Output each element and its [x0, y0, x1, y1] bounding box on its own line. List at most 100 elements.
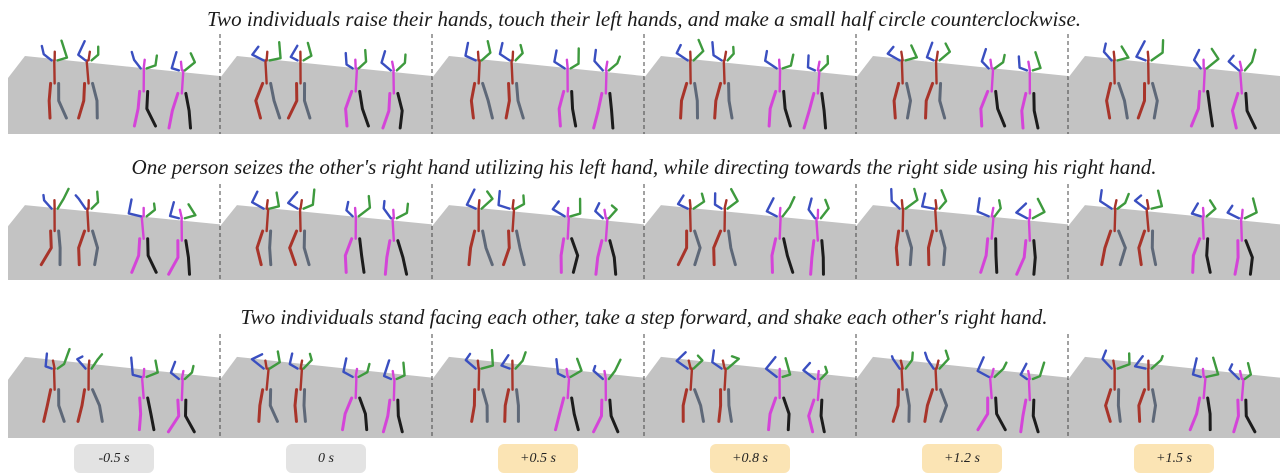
spine: [1240, 377, 1245, 402]
neck: [935, 359, 940, 370]
spine: [990, 67, 995, 93]
row-3-caption: Two individuals stand facing each other,…: [240, 305, 1048, 329]
person-b-left: [127, 198, 158, 274]
neck: [1238, 369, 1244, 381]
arm-left: [465, 188, 477, 210]
neck: [476, 359, 480, 370]
leg-right: [57, 81, 68, 120]
neck: [1240, 208, 1244, 220]
leg-left: [288, 229, 299, 267]
spine: [1239, 217, 1244, 242]
leg-right: [1150, 229, 1158, 267]
person-b-left: [765, 195, 796, 274]
frame-4: [644, 187, 856, 280]
person-b-left: [764, 355, 792, 432]
arm-right: [1150, 189, 1164, 210]
row-3-frames: [8, 334, 1280, 438]
arm-right: [145, 359, 159, 379]
neck: [989, 58, 993, 70]
person-a-right: [286, 188, 316, 267]
leg-right: [302, 229, 311, 267]
arm-right: [145, 54, 159, 70]
arm-left: [1190, 202, 1202, 218]
neck: [392, 208, 396, 220]
neck: [264, 359, 268, 370]
arm-left: [497, 189, 511, 210]
leg-right: [693, 81, 699, 120]
arm-right: [993, 361, 1008, 379]
frame-1: [8, 39, 220, 134]
leg-left: [1100, 229, 1113, 267]
leg-right: [994, 396, 1007, 432]
arm-right: [726, 45, 735, 62]
spine: [86, 207, 90, 233]
spine: [566, 375, 571, 400]
spine: [689, 367, 694, 391]
arm-left: [923, 351, 935, 370]
person-b-right: [594, 202, 618, 276]
person-a-left: [890, 187, 919, 267]
person-a-right: [498, 41, 525, 120]
neck: [900, 199, 904, 210]
spine: [1027, 377, 1032, 402]
leg-right: [184, 398, 196, 434]
arm-left: [170, 51, 181, 72]
spine: [934, 367, 938, 391]
arm-right: [1205, 199, 1217, 218]
person-b-right: [1017, 51, 1042, 130]
leg-right: [515, 81, 525, 120]
row-2-frames: [8, 184, 1280, 280]
frame-6: [1068, 39, 1280, 134]
person-a-left: [1098, 189, 1130, 267]
spine: [1202, 67, 1207, 93]
arm-left: [592, 364, 605, 381]
arm-left: [1102, 42, 1113, 62]
leg-left: [1188, 396, 1202, 432]
leg-right: [819, 398, 826, 434]
row-2-motion-strip: [8, 184, 1280, 280]
neck: [180, 369, 185, 381]
arm-right: [938, 42, 952, 62]
spine: [988, 375, 993, 400]
leg-left: [469, 81, 477, 120]
leg-left: [894, 229, 901, 267]
person-a-left: [465, 188, 494, 267]
spine: [354, 375, 358, 400]
arm-right: [569, 47, 580, 70]
arm-right: [1205, 47, 1220, 70]
leg-right: [269, 81, 282, 120]
person-a-left: [40, 39, 69, 120]
spine: [723, 367, 727, 391]
person-a-right: [923, 349, 950, 423]
arm-left: [1133, 194, 1147, 210]
neck: [51, 359, 56, 370]
spine: [265, 207, 270, 233]
person-b-right: [1019, 361, 1046, 434]
leg-right: [358, 89, 370, 128]
leg-right: [1151, 388, 1158, 423]
arm-left: [806, 54, 817, 72]
neck: [1027, 60, 1032, 72]
arm-right: [268, 191, 281, 210]
arm-right: [90, 45, 100, 62]
leg-left: [42, 388, 53, 423]
person-b-left: [1188, 356, 1220, 432]
leg-right: [994, 237, 999, 274]
arm-left: [925, 41, 935, 62]
leg-right: [91, 229, 100, 267]
frame-6: [1068, 189, 1280, 280]
arm-left: [464, 352, 477, 370]
neck: [1027, 369, 1032, 381]
spine: [900, 59, 904, 85]
floor-plane: [220, 356, 432, 438]
arm-right: [90, 190, 100, 210]
person-a-left: [42, 347, 71, 423]
leg-right: [994, 89, 1007, 128]
spine: [1145, 207, 1150, 233]
leg-left: [132, 89, 142, 128]
neck: [603, 369, 608, 381]
arm-right: [1150, 39, 1165, 62]
neck: [354, 367, 359, 379]
leg-left: [557, 89, 566, 128]
neck: [990, 367, 995, 379]
